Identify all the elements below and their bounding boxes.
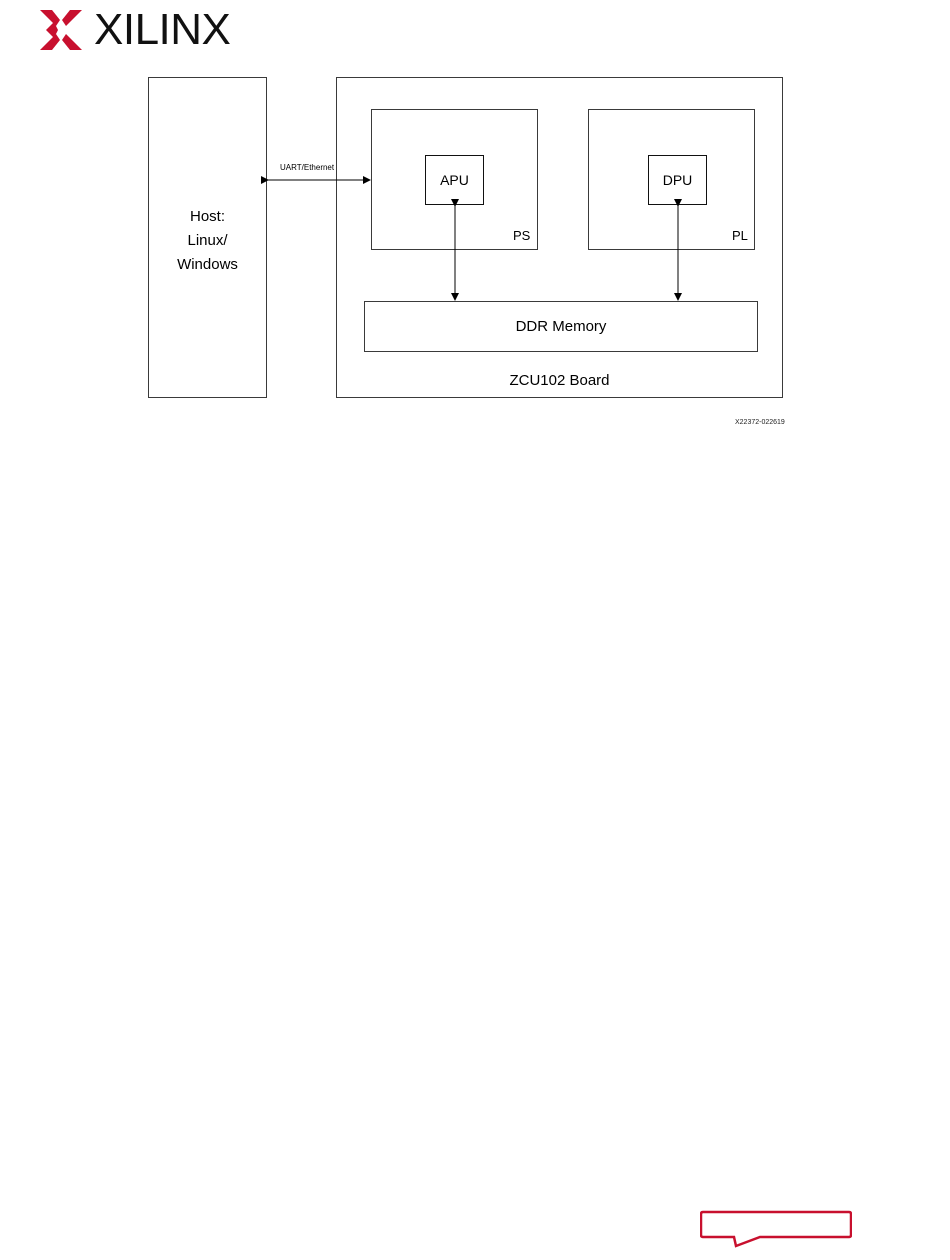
- pl-label: PL: [732, 228, 748, 243]
- dpu-label: DPU: [663, 172, 693, 188]
- board-label: ZCU102 Board: [336, 372, 783, 389]
- host-label: Host: Linux/ Windows: [148, 205, 267, 277]
- uart-ethernet-label: UART/Ethernet: [280, 163, 334, 172]
- logo-wordmark: XILINX: [94, 6, 230, 54]
- dpu-box: DPU: [648, 155, 707, 205]
- ddr-memory-box: DDR Memory: [364, 301, 758, 352]
- ddr-memory-label: DDR Memory: [516, 318, 607, 335]
- xilinx-logo-icon: [40, 10, 82, 50]
- apu-box: APU: [425, 155, 484, 205]
- apu-label: APU: [440, 172, 469, 188]
- ps-label: PS: [513, 228, 530, 243]
- figure-id: X22372-022619: [735, 419, 785, 426]
- feedback-tab[interactable]: [700, 1210, 852, 1250]
